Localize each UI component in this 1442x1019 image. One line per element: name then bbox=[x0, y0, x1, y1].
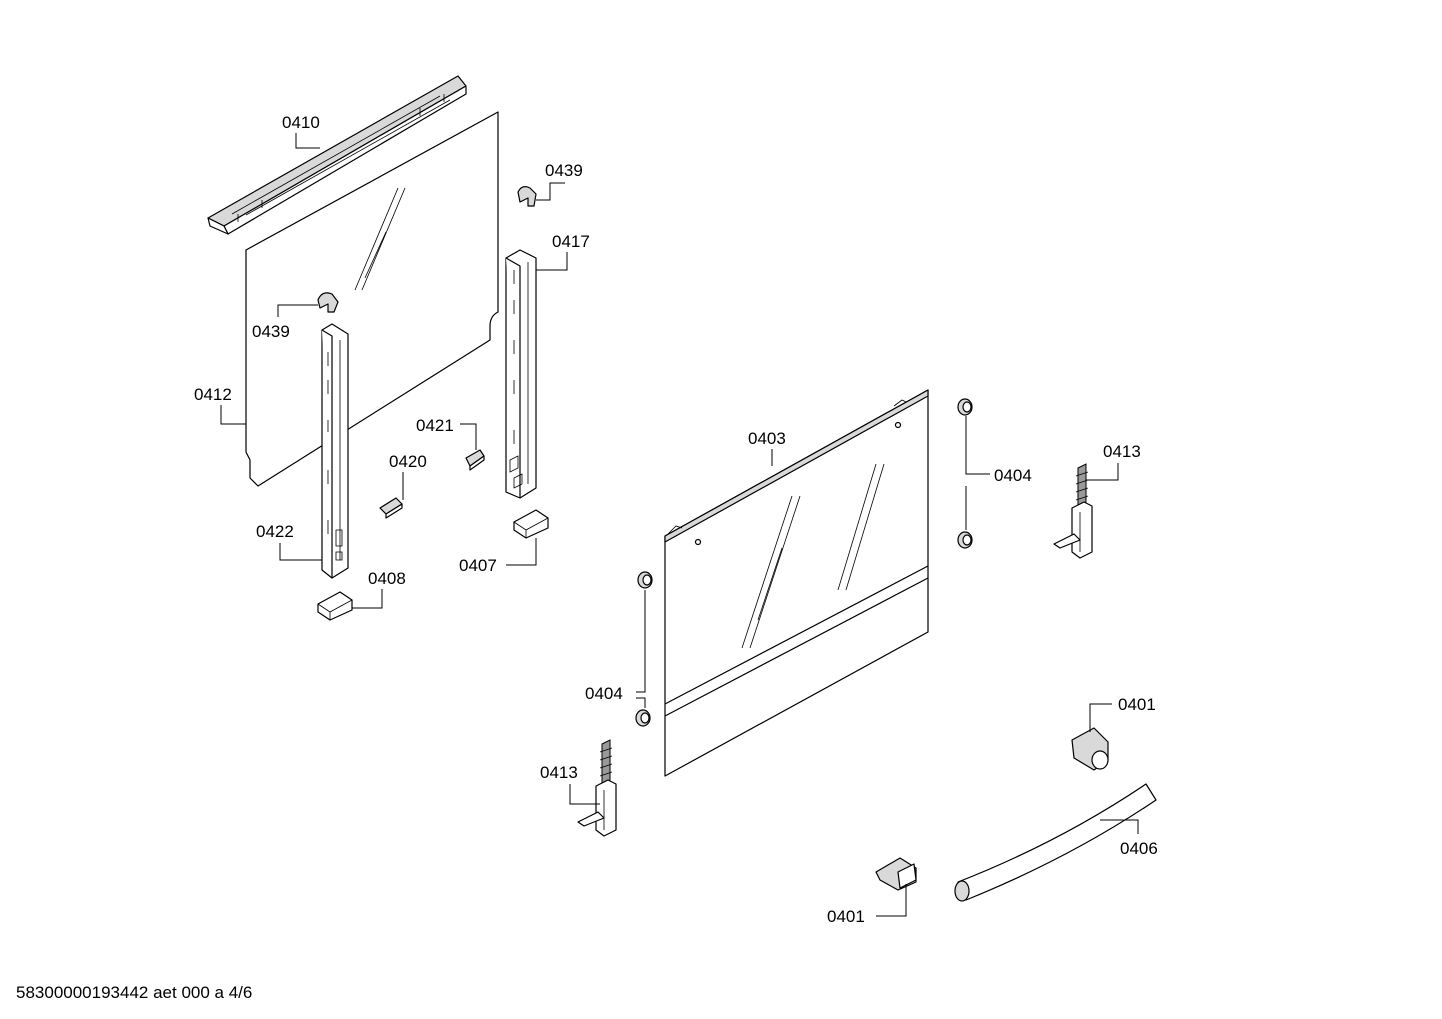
label-0407: 0407 bbox=[459, 556, 497, 575]
clip-0421-part bbox=[465, 449, 485, 471]
handle-bar-0406-part bbox=[954, 783, 1157, 902]
label-0417: 0417 bbox=[552, 232, 590, 251]
bracket-0407-part bbox=[513, 509, 549, 539]
leader-lines bbox=[220, 133, 1139, 917]
spacer-0404-right-top-part bbox=[957, 398, 973, 416]
outer-door-panel-part bbox=[664, 389, 929, 777]
inner-glass-pane-part bbox=[245, 111, 499, 487]
hinge-0413-left-part bbox=[577, 739, 617, 837]
handle-cap-0401-bottom-part bbox=[875, 857, 917, 891]
bracket-0408-part bbox=[317, 591, 353, 621]
label-0439-top: 0439 bbox=[545, 161, 583, 180]
label-0421: 0421 bbox=[416, 416, 454, 435]
left-hinge-channel-part bbox=[321, 323, 349, 579]
label-0413-right: 0413 bbox=[1103, 442, 1141, 461]
label-0420: 0420 bbox=[389, 452, 427, 471]
label-0404-left: 0404 bbox=[585, 684, 623, 703]
label-0422: 0422 bbox=[256, 522, 294, 541]
spacer-0404-left-bottom-part bbox=[635, 709, 651, 727]
label-0403: 0403 bbox=[748, 429, 786, 448]
label-0401-top: 0401 bbox=[1118, 695, 1156, 714]
hinge-0413-right-part bbox=[1053, 463, 1093, 559]
label-0408: 0408 bbox=[368, 569, 406, 588]
footer-code: 58300000193442 aet 000 a 4/6 bbox=[16, 983, 252, 1002]
handle-cap-0401-top-part bbox=[1071, 727, 1109, 771]
spacer-0404-left-top-part bbox=[637, 571, 653, 589]
glass-clip-left-part bbox=[317, 292, 339, 313]
spacer-0404-right-bottom-part bbox=[957, 531, 973, 549]
label-0410: 0410 bbox=[282, 113, 320, 132]
label-0439-left: 0439 bbox=[252, 322, 290, 341]
right-hinge-channel-part bbox=[505, 249, 537, 499]
clip-0420-part bbox=[379, 497, 403, 519]
label-0401-bottom: 0401 bbox=[827, 907, 865, 926]
label-0413-left: 0413 bbox=[540, 763, 578, 782]
label-0404-right: 0404 bbox=[994, 466, 1032, 485]
top-trim-strip-part bbox=[207, 75, 467, 235]
glass-clip-top-part bbox=[517, 186, 537, 207]
label-0412: 0412 bbox=[194, 385, 232, 404]
label-0406: 0406 bbox=[1120, 839, 1158, 858]
